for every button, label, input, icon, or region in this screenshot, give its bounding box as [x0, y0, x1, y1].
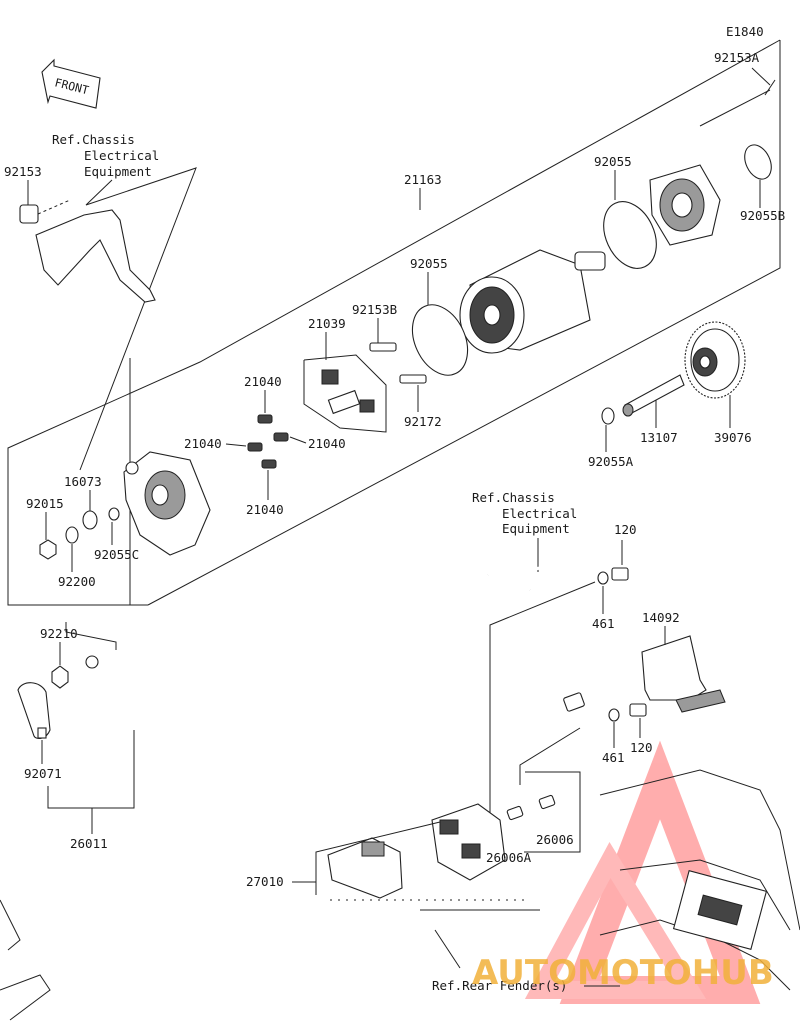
part-label-92055A: 92055A	[588, 454, 634, 469]
watermark: AUTOMOTOHUB	[472, 953, 774, 993]
washer-92200	[65, 526, 79, 544]
part-label-92055B: 92055B	[740, 208, 785, 223]
nut-92015	[39, 539, 57, 560]
relay-cover-14092	[641, 635, 726, 713]
part-label-21040-c: 21040	[308, 436, 346, 451]
part-label-39076: 39076	[714, 430, 752, 445]
oring-92055A	[601, 407, 615, 425]
relay-lead	[487, 566, 552, 611]
diagram-code: E1840	[726, 24, 764, 39]
part-label-21040-d: 21040	[246, 502, 284, 517]
brush-holder	[303, 354, 387, 433]
bolt-120-b	[629, 703, 647, 717]
part-label-92153B: 92153B	[352, 302, 397, 317]
part-label-92071: 92071	[24, 766, 62, 781]
part-label-26006: 26006	[536, 832, 574, 847]
ref-chassis-mid-line3: Equipment	[502, 521, 570, 536]
part-label-92055C: 92055C	[94, 547, 139, 562]
starter-motor	[459, 249, 606, 354]
idle-shaft	[622, 374, 685, 417]
oring-92055-top	[603, 201, 657, 269]
starter-cable	[85, 655, 585, 775]
ref-chassis-mid-line2: Electrical	[502, 506, 577, 521]
bolt-120-a	[611, 567, 629, 581]
front-arrow-icon: FRONT	[41, 58, 101, 109]
part-label-92055-top: 92055	[594, 154, 632, 169]
ref-chassis-top-line1: Ref.Chassis	[52, 132, 135, 147]
part-label-461-a: 461	[592, 616, 615, 631]
terminal-cap-92071	[17, 682, 51, 740]
ref-chassis-top-line2: Electrical	[84, 148, 159, 163]
part-label-14092: 14092	[642, 610, 680, 625]
part-label-21039: 21039	[308, 316, 346, 331]
part-label-92153: 92153	[4, 164, 42, 179]
ref-chassis-top-line3: Equipment	[84, 164, 152, 179]
part-label-92015: 92015	[26, 496, 64, 511]
screw-92153B	[369, 342, 397, 352]
part-label-120-b: 120	[630, 740, 653, 755]
part-label-26006A: 26006A	[486, 850, 532, 865]
part-label-16073: 16073	[64, 474, 102, 489]
part-label-92210: 92210	[40, 626, 78, 641]
relay-case	[327, 837, 403, 899]
part-label-27010: 27010	[246, 874, 284, 889]
part-label-26011: 26011	[70, 836, 108, 851]
watermark-text: AUTOMOTOHUB	[472, 953, 774, 993]
part-label-92200: 92200	[58, 574, 96, 589]
starter-assembly-frame	[7, 39, 781, 606]
part-label-92153A: 92153A	[714, 50, 760, 65]
bracket-part	[19, 199, 156, 303]
part-label-21163: 21163	[404, 172, 442, 187]
ref-rear-fender: Ref.Rear Fender(s)	[432, 978, 567, 993]
part-label-13107: 13107	[640, 430, 678, 445]
oring-92055B	[744, 144, 772, 180]
part-label-120-a: 120	[614, 522, 637, 537]
part-label-21040-b: 21040	[184, 436, 222, 451]
ref-chassis-mid-line1: Ref.Chassis	[472, 490, 555, 505]
rear-fender-outline	[330, 769, 800, 991]
washer-461-a	[597, 571, 609, 585]
part-label-92055-mid: 92055	[410, 256, 448, 271]
washer-16073	[82, 510, 98, 530]
ref-chassis-top: Ref.Chassis Electrical Equipment	[52, 132, 197, 471]
part-label-21040-a: 21040	[244, 374, 282, 389]
end-cover	[649, 164, 721, 246]
oring-92055-mid	[411, 304, 469, 376]
part-label-92172: 92172	[404, 414, 442, 429]
part-label-461-b: 461	[602, 750, 625, 765]
screw-92172	[399, 374, 427, 384]
left-end-cover	[123, 451, 211, 556]
nut-92210	[51, 665, 69, 689]
washer-461-b	[608, 708, 620, 722]
starter-relay-27010	[431, 794, 556, 881]
starter-gear	[684, 321, 746, 399]
springs-21040	[247, 414, 289, 469]
oring-92055C	[108, 507, 120, 521]
